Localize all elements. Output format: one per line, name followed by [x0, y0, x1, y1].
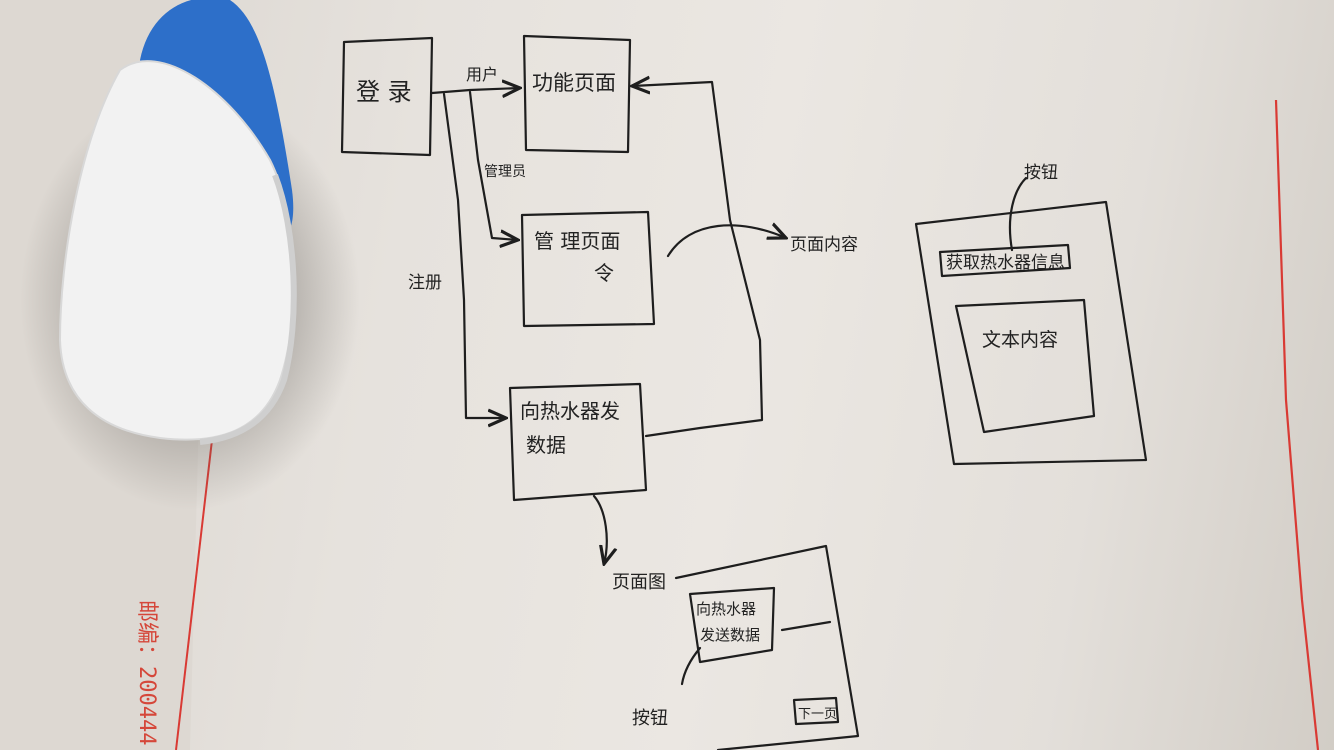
function-page-label: 功能页面 [532, 71, 616, 95]
send-data-label-2: 数据 [526, 433, 566, 457]
login-box [340, 36, 434, 157]
right-mockup-content-text: 文本内容 [982, 329, 1058, 351]
edge-return [632, 82, 764, 438]
bottom-mockup-inner-box [688, 586, 776, 664]
edge-page-diagram-label: 页面图 [612, 572, 666, 593]
edge-register-label: 注册 [408, 273, 442, 293]
function-page-box [522, 34, 632, 154]
right-mockup-frame [914, 200, 1148, 466]
edge-register [442, 92, 506, 418]
edge-admin-label: 管理员 [484, 164, 526, 180]
bottom-mockup-button-label: 按钮 [632, 708, 668, 729]
right-mockup-header-box [938, 243, 1072, 278]
edge-page-content [666, 225, 786, 258]
send-data-box [508, 382, 648, 502]
right-mockup-content-box [954, 298, 1096, 434]
edge-admin [468, 90, 518, 240]
edge-user-label: 用户 [466, 65, 498, 84]
edge-user [430, 88, 520, 93]
bottom-mockup-side-line [780, 620, 832, 632]
admin-page-label-2: 令 [594, 261, 614, 285]
bottom-mockup-button-pointer [680, 646, 702, 686]
bottom-mockup-frame [674, 544, 860, 750]
postal-code-text: 邮编：200444 [134, 600, 159, 745]
bottom-mockup-inner-text-1: 向热水器 [696, 600, 756, 618]
login-label: 登 录 [356, 78, 412, 106]
edge-page-content-label: 页面内容 [790, 235, 858, 255]
bottom-mockup-inner-text-2: 发送数据 [700, 626, 760, 644]
right-mockup-header-text: 获取热水器信息 [946, 253, 1065, 273]
bottom-mockup-next-label: 下一页 [798, 707, 837, 722]
right-mockup-button-pointer [1008, 176, 1028, 252]
admin-page-box [520, 210, 656, 328]
tape-dispenser [20, 0, 360, 510]
send-data-label-1: 向热水器发 [520, 399, 620, 423]
bottom-mockup-next-box [792, 696, 840, 726]
edge-page-diagram [592, 494, 607, 564]
admin-page-label-1: 管 理页面 [534, 229, 620, 253]
right-red-margin [1274, 99, 1320, 750]
tape-dispenser-edge [199, 173, 297, 445]
right-mockup-button-label: 按钮 [1024, 163, 1058, 183]
